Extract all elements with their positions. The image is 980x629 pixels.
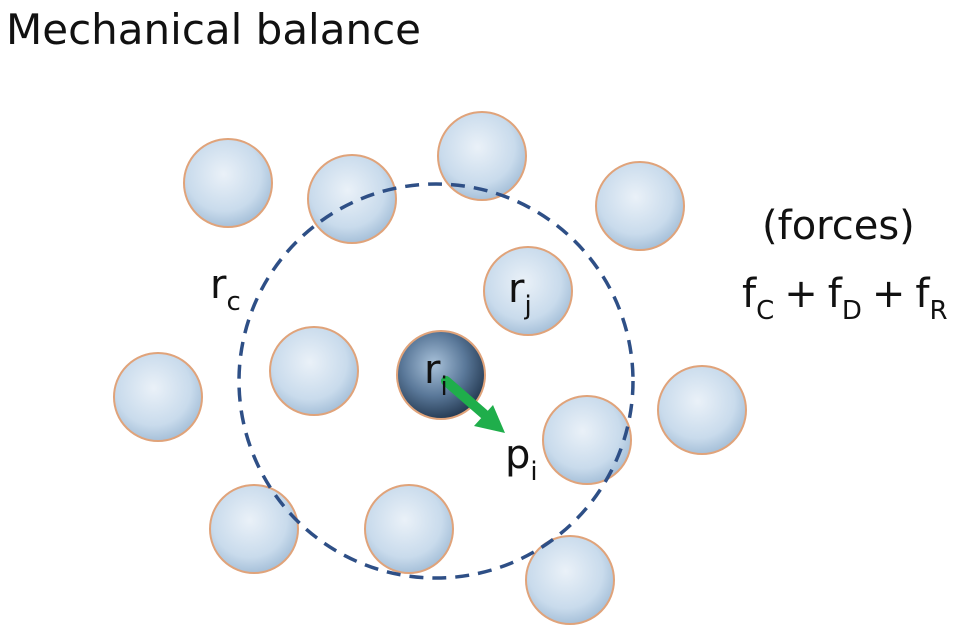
neighbor-particle bbox=[209, 484, 299, 574]
force-term-conservative: fC bbox=[742, 271, 775, 326]
neighbor-particle bbox=[364, 484, 454, 574]
diagram-title: Mechanical balance bbox=[6, 5, 422, 54]
neighbor-particle bbox=[595, 161, 685, 251]
neighbor-particle bbox=[657, 365, 747, 455]
forces-formula: fC+fD+fR bbox=[742, 268, 948, 326]
neighbor-particle bbox=[525, 535, 615, 625]
force-term-random: fR bbox=[915, 271, 948, 326]
forces-heading: (forces) bbox=[762, 203, 915, 249]
neighbor-particles bbox=[113, 111, 747, 625]
neighbor-particle-j bbox=[483, 246, 573, 336]
label-particle-i: ri bbox=[424, 347, 448, 402]
label-particle-j: rj bbox=[508, 266, 532, 321]
cutoff-circle bbox=[237, 182, 635, 580]
plus-operator: + bbox=[871, 271, 906, 317]
label-momentum: pi bbox=[505, 432, 538, 487]
momentum-arrow bbox=[441, 376, 505, 433]
neighbor-particle bbox=[437, 111, 527, 201]
neighbor-particle bbox=[542, 395, 632, 485]
neighbor-particle bbox=[269, 326, 359, 416]
force-term-dissipative: fD bbox=[827, 271, 862, 326]
neighbor-particle bbox=[183, 138, 273, 228]
neighbor-particle bbox=[307, 154, 397, 244]
plus-operator: + bbox=[784, 271, 818, 317]
label-cutoff-radius: rc bbox=[210, 262, 241, 317]
neighbor-particle bbox=[113, 352, 203, 442]
